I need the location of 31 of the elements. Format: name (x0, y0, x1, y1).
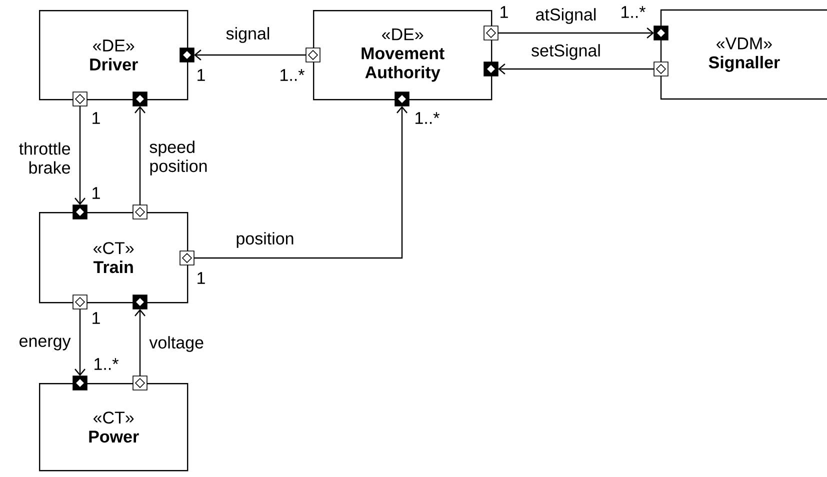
edge-label: voltage (148, 335, 206, 353)
edge-label: signal (224, 26, 272, 44)
multiplicity-label: 1 (92, 312, 100, 324)
arrow (194, 50, 306, 60)
block-box: «VDM» Signaller (660, 9, 827, 100)
arrow (134, 309, 146, 376)
multiplicity-label: 1 (92, 112, 100, 124)
multiplicity-label: 1 (500, 6, 508, 18)
edge-label: energy (18, 336, 72, 352)
arrow (74, 309, 86, 376)
edge-label: atSignal (534, 7, 598, 25)
multiplicity-label: 1..* (94, 358, 118, 370)
arrow (498, 28, 654, 38)
multiplicity-label: 1..* (280, 69, 304, 81)
multiplicity-label: 1..* (416, 112, 440, 124)
multiplicity-label: 1 (198, 69, 205, 81)
multiplicity-label: 1..* (622, 6, 646, 18)
edge-label: setSignal (530, 43, 602, 61)
arrow (74, 106, 86, 205)
block-box: «CT» Train (39, 212, 188, 304)
block-box: «CT» Power (39, 383, 188, 472)
edge-label: throttle brake (10, 141, 72, 175)
multiplicity-label: 1 (198, 272, 205, 284)
arrow (134, 106, 146, 205)
block-box: «DE» Movement Authority (313, 10, 492, 100)
multiplicity-label: 1 (92, 187, 100, 199)
arrow (194, 106, 408, 259)
arrow (498, 64, 654, 74)
edge-label: speed position (148, 140, 220, 176)
edge-label: position (234, 231, 296, 249)
block-box: «DE» Driver (39, 10, 188, 100)
